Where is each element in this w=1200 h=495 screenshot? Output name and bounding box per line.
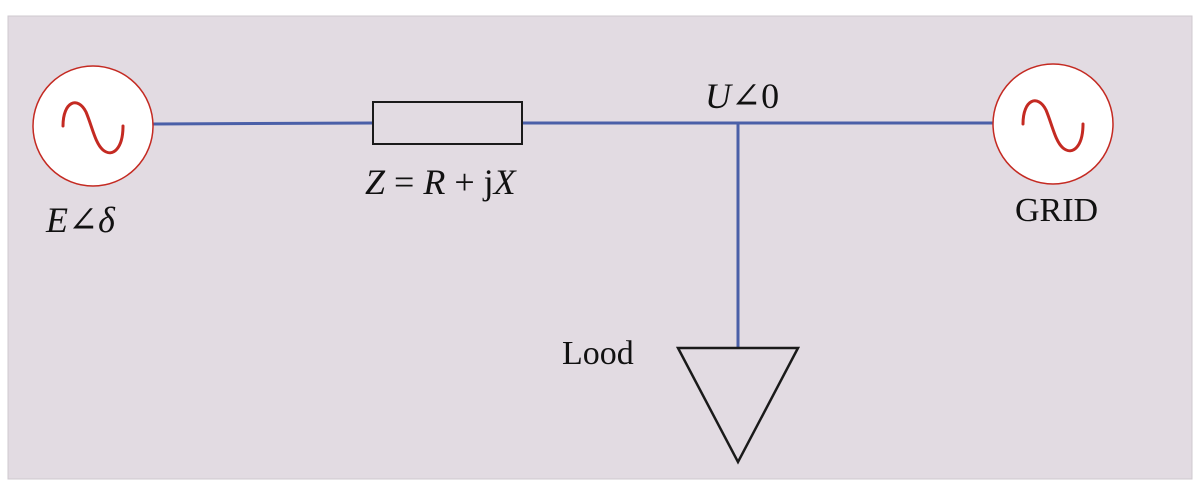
source-voltage-symbol: E — [45, 200, 68, 240]
source-voltage-phase: δ — [98, 200, 116, 240]
impedance-z: Z — [365, 162, 386, 202]
impedance-eq: = — [385, 162, 423, 202]
wire-generator-to-impedance — [152, 121, 374, 126]
generator-ring — [32, 65, 154, 187]
diagram-background — [7, 15, 1193, 480]
impedance-r: R — [422, 162, 445, 202]
grid-label: GRID — [1015, 192, 1098, 229]
grid-source — [992, 63, 1114, 185]
source-voltage-label: E∠δ — [45, 200, 116, 240]
bus-voltage-label: U∠0 — [705, 76, 779, 116]
bus-voltage-symbol: U — [705, 76, 733, 116]
bus-voltage-phase: 0 — [761, 76, 779, 116]
impedance-resistor-icon — [372, 101, 523, 145]
grid-sine-icon — [1021, 99, 1085, 153]
bus-voltage-angle: ∠ — [731, 76, 761, 116]
grid-ring — [992, 63, 1114, 185]
load-label: Lood — [562, 335, 634, 372]
generator-source — [32, 65, 154, 187]
load-triangle-icon — [675, 346, 801, 465]
impedance-label: Z = R + jX — [365, 162, 518, 202]
impedance-x: X — [492, 162, 518, 202]
source-voltage-angle: ∠ — [68, 200, 98, 240]
impedance-plus: + j — [445, 162, 493, 202]
generator-sine-icon — [61, 101, 125, 155]
